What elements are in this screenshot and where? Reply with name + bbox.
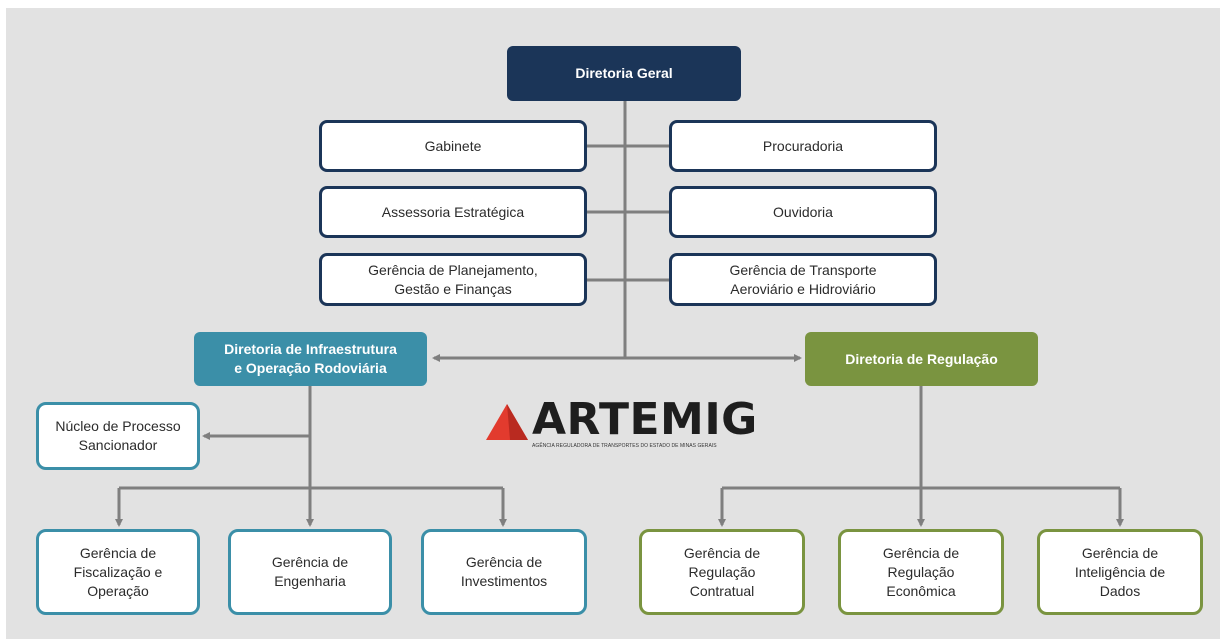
node-diretoria-regulacao: Diretoria de Regulação	[805, 332, 1038, 386]
node-procuradoria: Procuradoria	[669, 120, 937, 172]
node-gerencia-transporte: Gerência de Transporte Aeroviário e Hidr…	[669, 253, 937, 306]
node-gerencia-regulacao-economica: Gerência de Regulação Econômica	[838, 529, 1004, 615]
node-diretoria-geral: Diretoria Geral	[507, 46, 741, 101]
org-chart-background	[6, 8, 1220, 639]
node-gerencia-engenharia: Gerência de Engenharia	[228, 529, 392, 615]
node-gerencia-fiscalizacao: Gerência de Fiscalização e Operação	[36, 529, 200, 615]
node-gerencia-inteligencia-dados: Gerência de Inteligência de Dados	[1037, 529, 1203, 615]
node-gerencia-investimentos: Gerência de Investimentos	[421, 529, 587, 615]
node-gabinete: Gabinete	[319, 120, 587, 172]
logo-tagline: AGÊNCIA REGULADORA DE TRANSPORTES DO EST…	[532, 443, 717, 449]
logo-wordmark: ARTEMIG	[532, 394, 758, 445]
red-triangle-mark-icon	[486, 404, 528, 440]
artemig-logo: ARTEMIG AGÊNCIA REGULADORA DE TRANSPORTE…	[486, 394, 766, 456]
node-diretoria-infraestrutura: Diretoria de Infraestrutura e Operação R…	[194, 332, 427, 386]
node-ouvidoria: Ouvidoria	[669, 186, 937, 238]
node-nucleo-processo-sancionador: Núcleo de Processo Sancionador	[36, 402, 200, 470]
node-assessoria-estrategica: Assessoria Estratégica	[319, 186, 587, 238]
node-gerencia-regulacao-contratual: Gerência de Regulação Contratual	[639, 529, 805, 615]
node-gerencia-planejamento: Gerência de Planejamento, Gestão e Finan…	[319, 253, 587, 306]
